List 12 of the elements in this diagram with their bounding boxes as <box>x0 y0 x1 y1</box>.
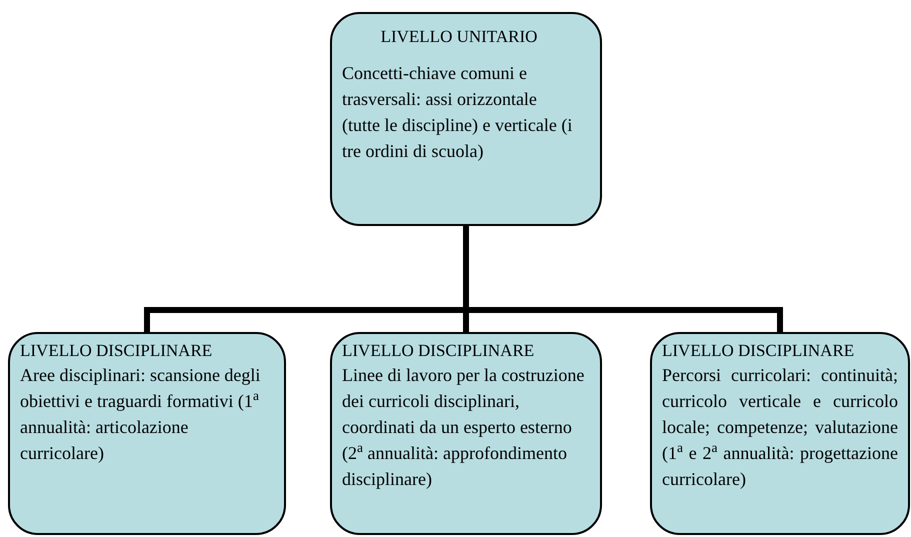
level-title: LIVELLO DISCIPLINARE <box>662 340 856 362</box>
level-box <box>650 332 910 535</box>
level-box <box>330 332 602 535</box>
level-description: Aree disciplinari: scansione degli obiettivi e traguardi formativi (1$^{a}$ annualità: articolazione curricolare) <box>20 364 262 465</box>
level-description: Percorsi curricolari: continuità; curricolo verticale e curricolo locale; competenze; valutazione (1$^{a}$ e 2$^{a}$ annualità: progettazione curricolare) <box>662 364 898 491</box>
level-title: LIVELLO DISCIPLINARE <box>20 340 214 362</box>
level-box <box>330 12 602 226</box>
level-title: LIVELLO DISCIPLINARE <box>342 340 536 362</box>
level-description: Concetti-chiave comuni e trasversali: assi orizzontale (tutte le discipline) e verticale (i tre ordini di scuola) <box>342 62 574 163</box>
level-description: Linee di lavoro per la costruzione dei curricoli disciplinari, coordinati da un esperto esterno (2$^{a}$ annualità: approfondimento disciplinare) <box>342 364 586 491</box>
level-title: LIVELLO UNITARIO <box>380 26 538 48</box>
level-box <box>8 332 286 535</box>
